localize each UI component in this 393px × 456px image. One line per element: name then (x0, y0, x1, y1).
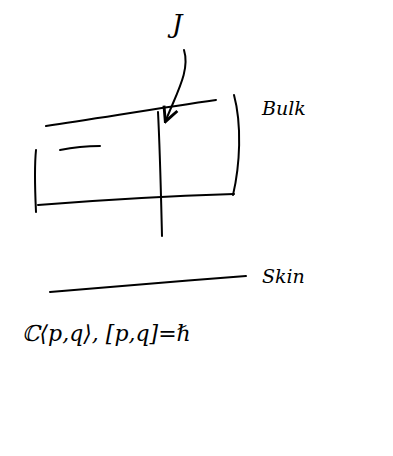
bulk-inner-bracket (60, 146, 100, 150)
bulk-divider (158, 112, 162, 236)
region-label: Skin (262, 266, 305, 287)
region-label: Bulk (262, 98, 306, 119)
bulk-top-edge (46, 100, 216, 126)
flux-arrow (166, 50, 186, 120)
current-label: J (172, 10, 182, 39)
bulk-right-edge (233, 95, 239, 195)
formula-label: ℂ⟨p,q⟩, [p,q]=ℏ (22, 322, 191, 346)
skin-line (50, 276, 246, 292)
bulk-left-edge (35, 150, 36, 212)
bulk-bottom-edge (38, 194, 234, 205)
